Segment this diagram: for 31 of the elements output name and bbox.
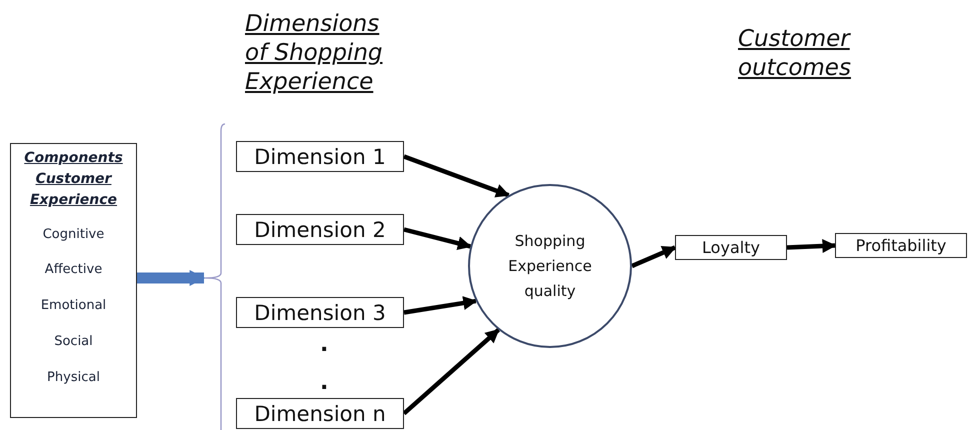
component-list-box	[10, 143, 137, 418]
arrow	[786, 239, 836, 254]
arrow	[402, 328, 500, 416]
dimension-box	[236, 297, 404, 328]
outcome-box	[675, 235, 787, 260]
ellipsis-dot: .	[320, 369, 328, 397]
box-label: Loyalty	[702, 238, 760, 257]
list-item: Affective	[44, 262, 104, 277]
box-label: Profitability	[856, 236, 946, 255]
arrow	[403, 227, 472, 250]
box-label: Dimension 1	[254, 144, 386, 168]
list-item: Physical	[46, 370, 101, 385]
arrow	[403, 154, 510, 198]
outcome-box	[835, 233, 967, 258]
list-item: Emotional	[40, 298, 108, 313]
box-label: Dimension n	[254, 402, 386, 426]
list-item: Cognitive	[42, 227, 106, 242]
list-heading: Components Customer Experience	[23, 149, 124, 210]
column-heading: Customer outcomes	[738, 25, 852, 83]
list-item: Social	[53, 334, 94, 349]
circle-label: Shopping Experience quality	[507, 230, 593, 302]
dimension-box	[236, 141, 404, 172]
column-heading: Dimensions of Shopping Experience	[245, 10, 384, 97]
dimension-box	[236, 398, 404, 429]
arrow	[137, 270, 206, 286]
arrow	[631, 245, 676, 268]
arrow	[404, 296, 478, 315]
box-label: Dimension 2	[254, 218, 386, 242]
box-label: Dimension 3	[254, 300, 386, 324]
ellipsis-dot: .	[320, 331, 328, 359]
dimension-box	[236, 214, 404, 245]
